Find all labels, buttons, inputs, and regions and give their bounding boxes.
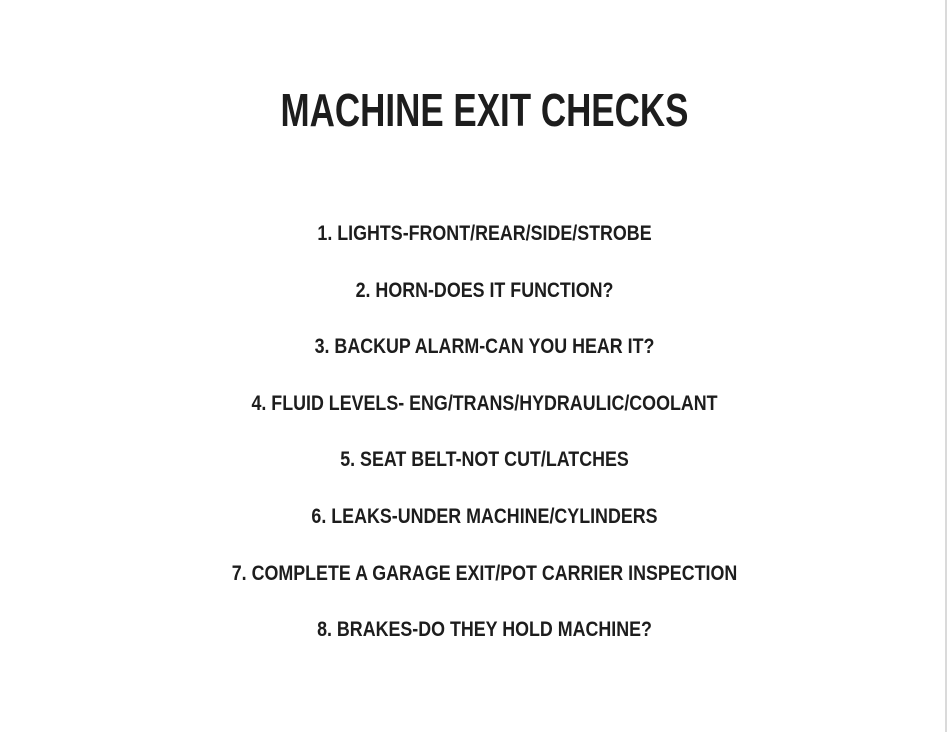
checklist-item-4: 4. FLUID LEVELS- ENG/TRANS/HYDRAULIC/COO… bbox=[251, 391, 718, 415]
checklist-item-7: 7. COMPLETE A GARAGE EXIT/POT CARRIER IN… bbox=[231, 561, 738, 585]
checklist-item-2: 2. HORN-DOES IT FUNCTION? bbox=[355, 278, 614, 302]
checklist-item-6: 6. LEAKS-UNDER MACHINE/CYLINDERS bbox=[311, 504, 658, 528]
page-title: MACHINE EXIT CHECKS bbox=[280, 84, 689, 136]
checklist-item-3: 3. BACKUP ALARM-CAN YOU HEAR IT? bbox=[314, 335, 655, 359]
checklist-item-5: 5. SEAT BELT-NOT CUT/LATCHES bbox=[340, 448, 629, 472]
checklist-item-1: 1. LIGHTS-FRONT/REAR/SIDE/STROBE bbox=[317, 222, 652, 245]
checklist: 1. LIGHTS-FRONT/REAR/SIDE/STROBE 2. HORN… bbox=[18, 206, 951, 659]
checklist-item-8: 8. BRAKES-DO THEY HOLD MACHINE? bbox=[317, 618, 652, 642]
page-edge-divider bbox=[945, 0, 947, 732]
